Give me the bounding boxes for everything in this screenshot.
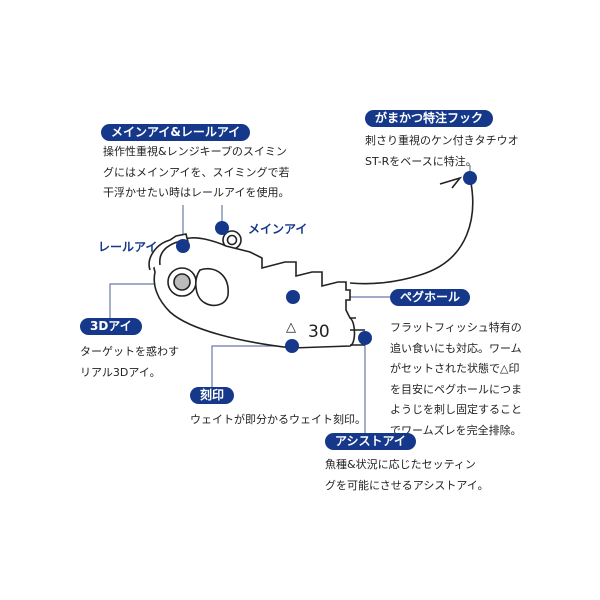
3d-eye-desc: ターゲットを惑わす リアル3Dアイ。 <box>80 342 179 383</box>
assist-eye-title: アシストアイ <box>325 433 416 450</box>
main-rail-eye-desc: 操作性重視&レンジキープのスイミン グにはメインアイを、スイミングで若 干浮かせ… <box>103 142 289 204</box>
assist-eye-desc: 魚種&状況に応じたセッティン グを可能にさせるアシストアイ。 <box>325 455 489 496</box>
peg-hole-desc: フラットフィッシュ特有の 追い食いにも対応。ワーム がセットされた状態で△印 を… <box>390 318 522 441</box>
desc-line: を目安にペグホールにつま <box>390 382 522 396</box>
jig-body <box>148 176 474 349</box>
desc-line: フラットフィッシュ特有の <box>390 321 522 334</box>
desc-line: 魚種&状況に応じたセッティン <box>325 458 476 471</box>
main-eye-label: メインアイ <box>248 222 308 236</box>
desc-line: 追い食いにも対応。ワーム <box>390 341 522 355</box>
desc-line: でワームズレを完全排除。 <box>390 423 522 437</box>
engraving-title: 刻印 <box>190 387 235 404</box>
triangle-mark: △ <box>286 320 296 335</box>
desc-line: 干浮かせたい時はレールアイを使用。 <box>103 186 290 199</box>
desc-line: ターゲットを惑わす <box>80 345 179 358</box>
peg-hole-title: ペグホール <box>390 289 471 306</box>
desc-line: グにはメインアイを、スイミングで若 <box>103 165 290 179</box>
desc-line: ST-Rをベースに特注。 <box>365 154 477 168</box>
3d-eye-title: 3Dアイ <box>80 318 142 335</box>
main-rail-eye-title: メインアイ&レールアイ <box>101 124 251 141</box>
desc-line: 操作性重視&レンジキープのスイミン <box>103 145 287 158</box>
desc-line: ウェイトが即分かるウェイト刻印。 <box>190 413 366 426</box>
weight-engraving: 30 <box>308 322 330 342</box>
callout-dots <box>176 171 477 353</box>
engraving-desc: ウェイトが即分かるウェイト刻印。 <box>190 410 366 431</box>
hook-title: がまかつ特注フック <box>365 110 494 127</box>
desc-line: ようじを刺し固定すること <box>390 403 522 416</box>
rail-eye-label: レールアイ <box>98 240 158 254</box>
hook-desc: 刺さり重視のケン付きタチウオ ST-Rをベースに特注。 <box>365 131 519 172</box>
desc-line: グを可能にさせるアシストアイ。 <box>325 478 489 492</box>
desc-line: がセットされた状態で△印 <box>390 362 520 375</box>
desc-line: 刺さり重視のケン付きタチウオ <box>365 134 519 147</box>
desc-line: リアル3Dアイ。 <box>80 365 161 379</box>
